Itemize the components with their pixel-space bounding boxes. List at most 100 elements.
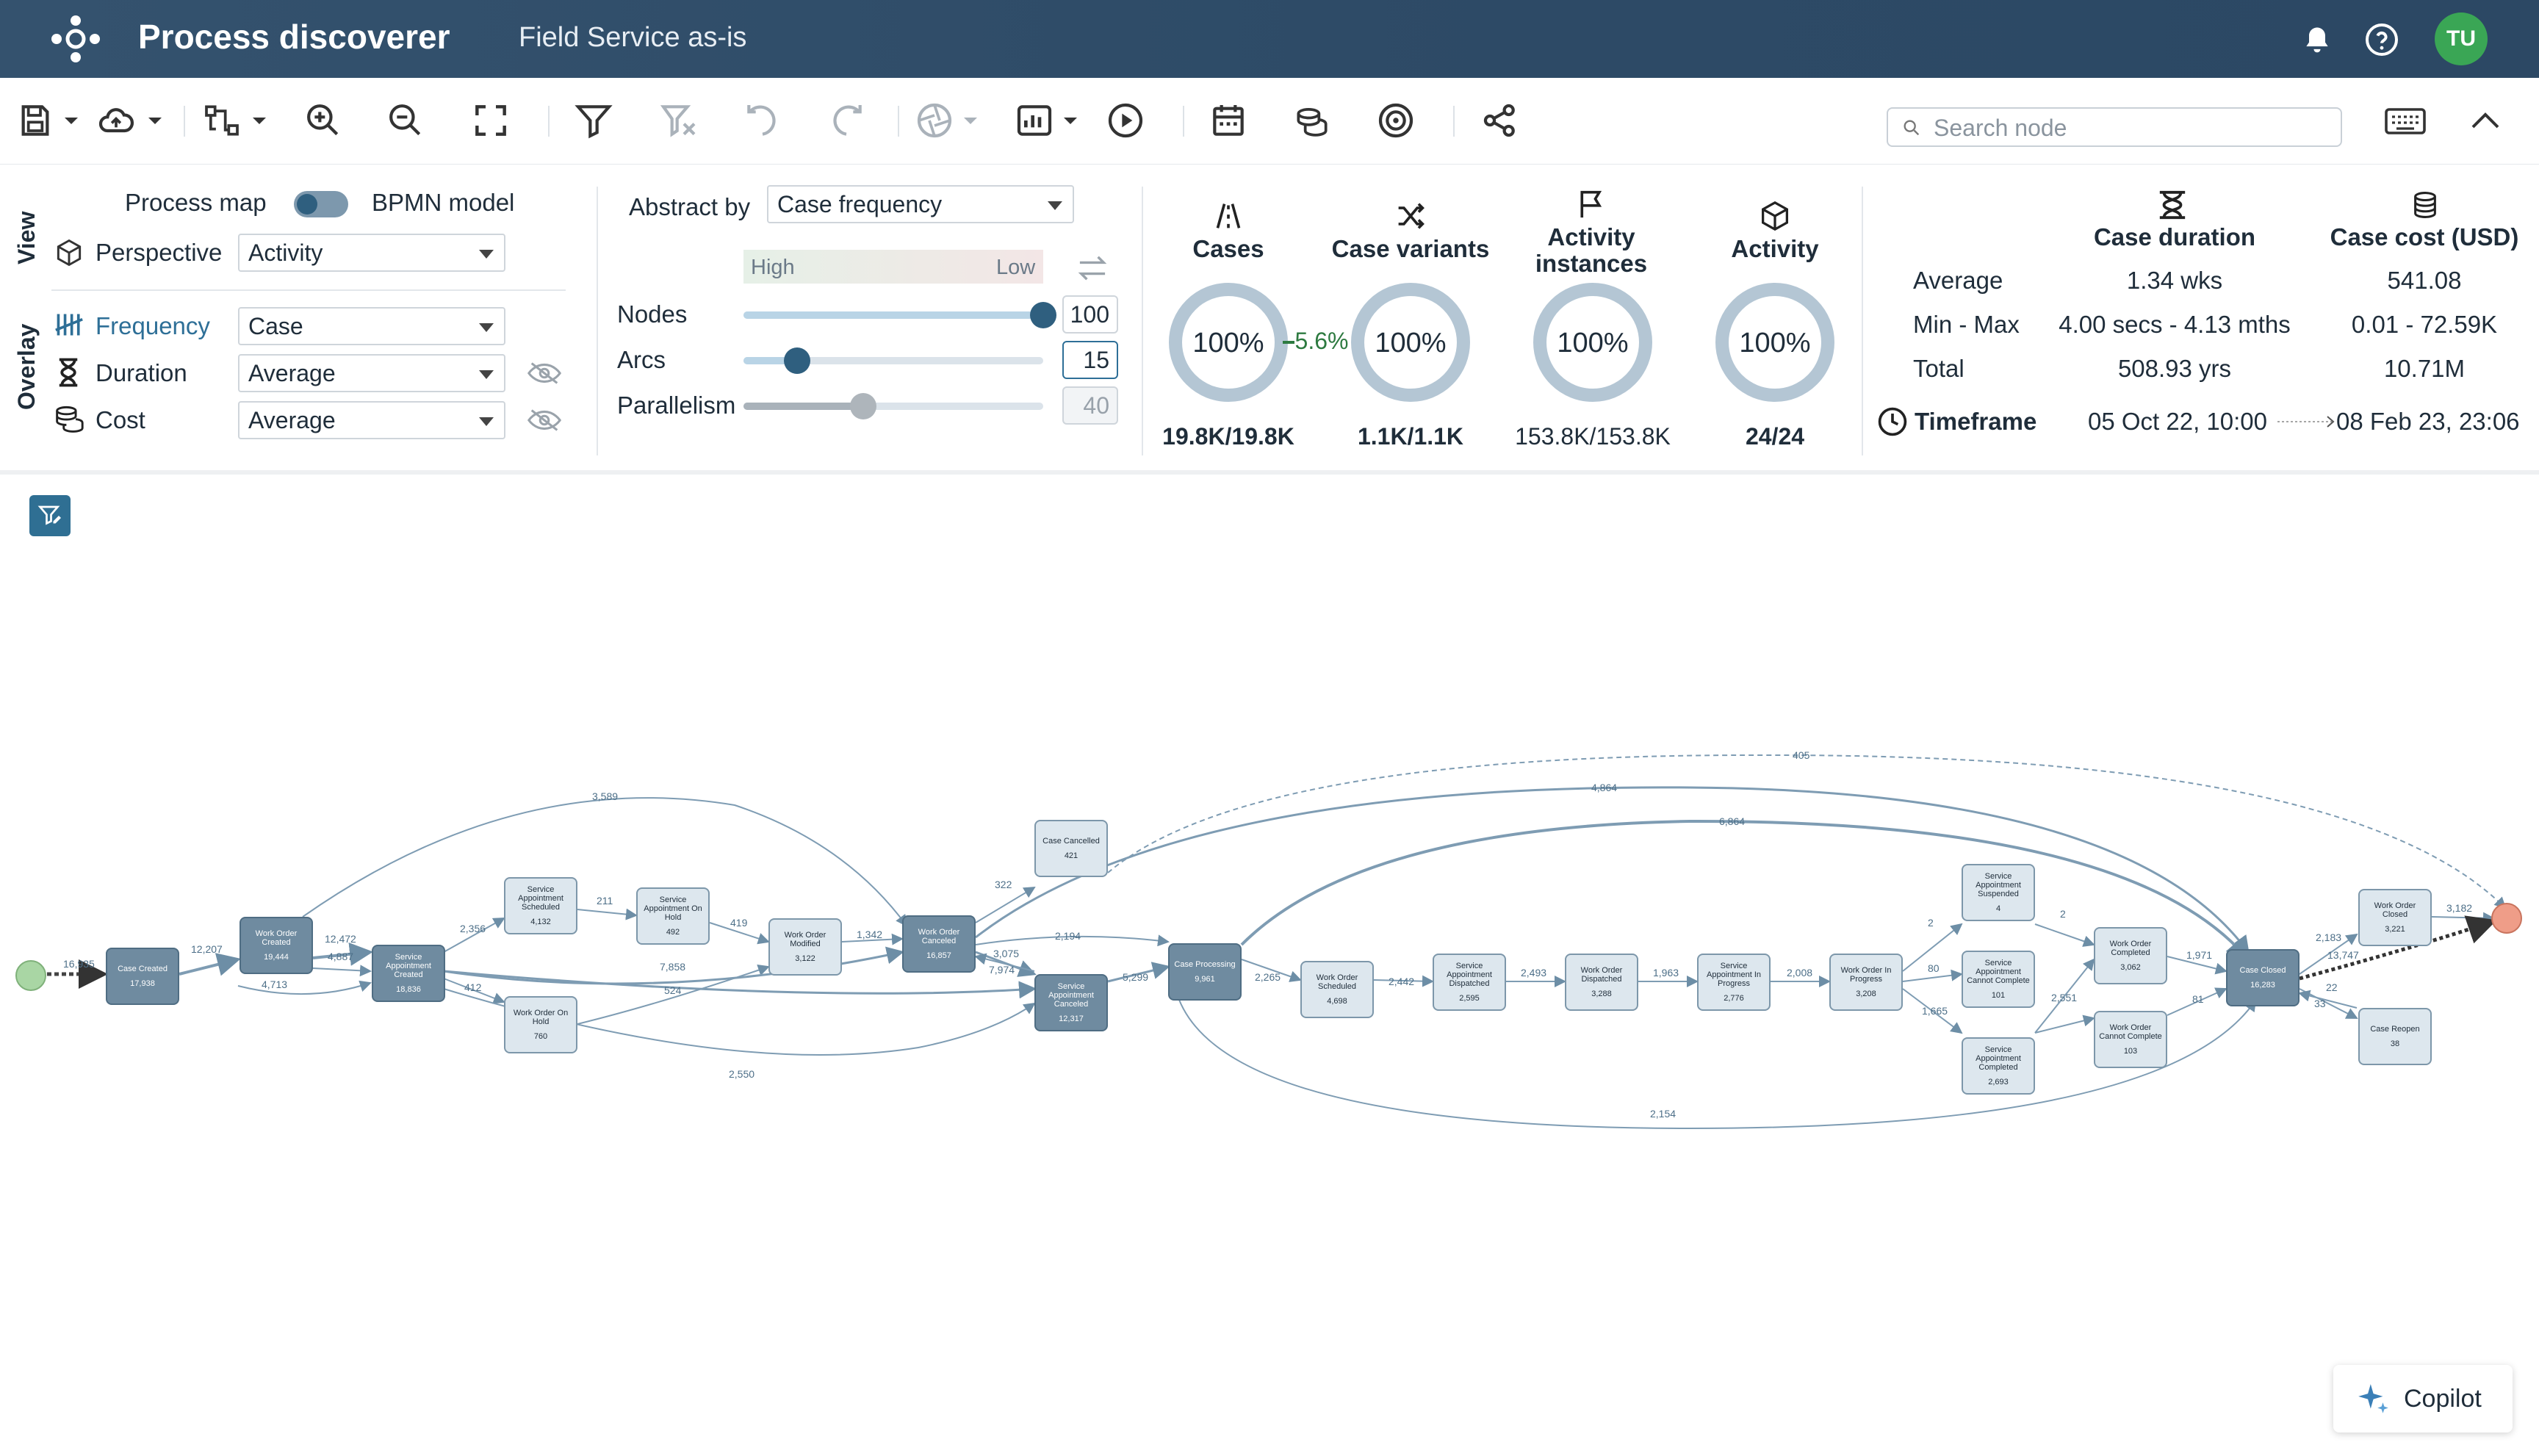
- active-filter-button[interactable]: [29, 495, 71, 536]
- share-icon[interactable]: [1480, 100, 1521, 141]
- instances-donut[interactable]: [1531, 281, 1654, 404]
- save-icon[interactable]: [15, 100, 56, 141]
- node-count: 2,595: [1459, 994, 1480, 1003]
- frequency-select[interactable]: Case: [238, 307, 505, 345]
- node-label: Service Appointment Created: [386, 953, 431, 979]
- search-node-field[interactable]: [1887, 107, 2342, 147]
- search-node-input[interactable]: [1932, 113, 2329, 143]
- filter-icon[interactable]: [573, 100, 614, 141]
- section-divider: [1142, 187, 1143, 455]
- copilot-button[interactable]: Copilot: [2333, 1365, 2513, 1432]
- arcs-slider-handle[interactable]: [784, 347, 811, 374]
- duration-label[interactable]: Duration: [96, 359, 187, 386]
- redo-icon: [833, 105, 862, 136]
- help-icon[interactable]: [2364, 22, 2399, 57]
- activity-percent: 100%: [1739, 328, 1811, 358]
- cost-select[interactable]: Average: [238, 401, 505, 439]
- zoom-out-icon[interactable]: [385, 100, 426, 141]
- node-count: 103: [2123, 1047, 2138, 1056]
- notification-bell-icon[interactable]: [2301, 24, 2333, 56]
- start-event[interactable]: [15, 960, 46, 991]
- edge: [577, 964, 770, 1025]
- duration-select[interactable]: Average: [238, 354, 505, 392]
- node-label: Case Created: [118, 965, 168, 973]
- edge-label: 81: [2192, 993, 2204, 1005]
- play-animation-icon[interactable]: [1105, 100, 1146, 141]
- cases-donut[interactable]: [1167, 281, 1290, 404]
- node-count: 3,062: [2120, 963, 2141, 972]
- parallelism-slider-track[interactable]: [743, 403, 1043, 410]
- target-icon[interactable]: [1375, 100, 1416, 141]
- save-dropdown-chevron-icon[interactable]: [63, 116, 79, 126]
- arcs-value-input[interactable]: 15: [1062, 341, 1118, 379]
- app-logo-icon[interactable]: [50, 15, 101, 63]
- abstract-by-select[interactable]: Case frequency: [767, 185, 1074, 223]
- chart-dropdown-chevron-icon[interactable]: [1062, 116, 1078, 126]
- chart-view-icon[interactable]: [1014, 100, 1055, 141]
- timeframe-start[interactable]: 05 Oct 22, 10:00: [2088, 408, 2268, 435]
- zoom-in-icon[interactable]: [303, 100, 344, 141]
- nodes-slider-handle[interactable]: [1030, 302, 1056, 328]
- cost-visibility-off-icon[interactable]: [526, 407, 563, 433]
- cost-coins-icon[interactable]: [1292, 100, 1333, 141]
- edge-label: 13,747: [2327, 949, 2359, 961]
- end-event[interactable]: [2491, 903, 2522, 934]
- variants-donut[interactable]: [1349, 281, 1472, 404]
- layout-icon[interactable]: [201, 100, 242, 141]
- edge: [2034, 1014, 2095, 1034]
- user-avatar[interactable]: TU: [2435, 12, 2488, 65]
- chevron-down-icon: [1048, 201, 1062, 210]
- node-label: Service Appointment Completed: [1976, 1045, 2021, 1072]
- view-mode-toggle[interactable]: [294, 191, 348, 217]
- edge-label: 2: [2060, 908, 2066, 920]
- cases-road-icon: [1216, 203, 1241, 228]
- swap-direction-icon[interactable]: [1076, 254, 1109, 282]
- nodes-value-input[interactable]: 100: [1062, 295, 1118, 334]
- timeframe-end[interactable]: 08 Feb 23, 23:06: [2336, 408, 2520, 435]
- duration-visibility-off-icon[interactable]: [526, 360, 563, 386]
- cloud-dropdown-chevron-icon[interactable]: [147, 116, 163, 126]
- arcs-slider-track[interactable]: [743, 357, 1043, 364]
- cost-label[interactable]: Cost: [96, 406, 145, 433]
- keyboard-icon[interactable]: [2383, 104, 2427, 138]
- parallelism-slider-handle[interactable]: [850, 393, 877, 419]
- cloud-upload-icon[interactable]: [96, 100, 137, 141]
- cases-percent: 100%: [1192, 328, 1264, 358]
- fit-to-screen-icon[interactable]: [470, 100, 511, 141]
- layout-dropdown-chevron-icon[interactable]: [251, 116, 267, 126]
- edge-label: 1,665: [1922, 1005, 1948, 1017]
- edge-label: 12,472: [325, 933, 356, 945]
- calendar-icon[interactable]: [1208, 100, 1249, 141]
- frequency-label[interactable]: Frequency: [96, 312, 210, 339]
- activity-donut[interactable]: [1713, 281, 1837, 404]
- perspective-select[interactable]: Activity: [238, 234, 505, 272]
- toolbar-separator: [184, 106, 185, 137]
- collapse-panel-chevron-icon[interactable]: [2470, 109, 2501, 131]
- node-count: 4,698: [1327, 997, 1347, 1006]
